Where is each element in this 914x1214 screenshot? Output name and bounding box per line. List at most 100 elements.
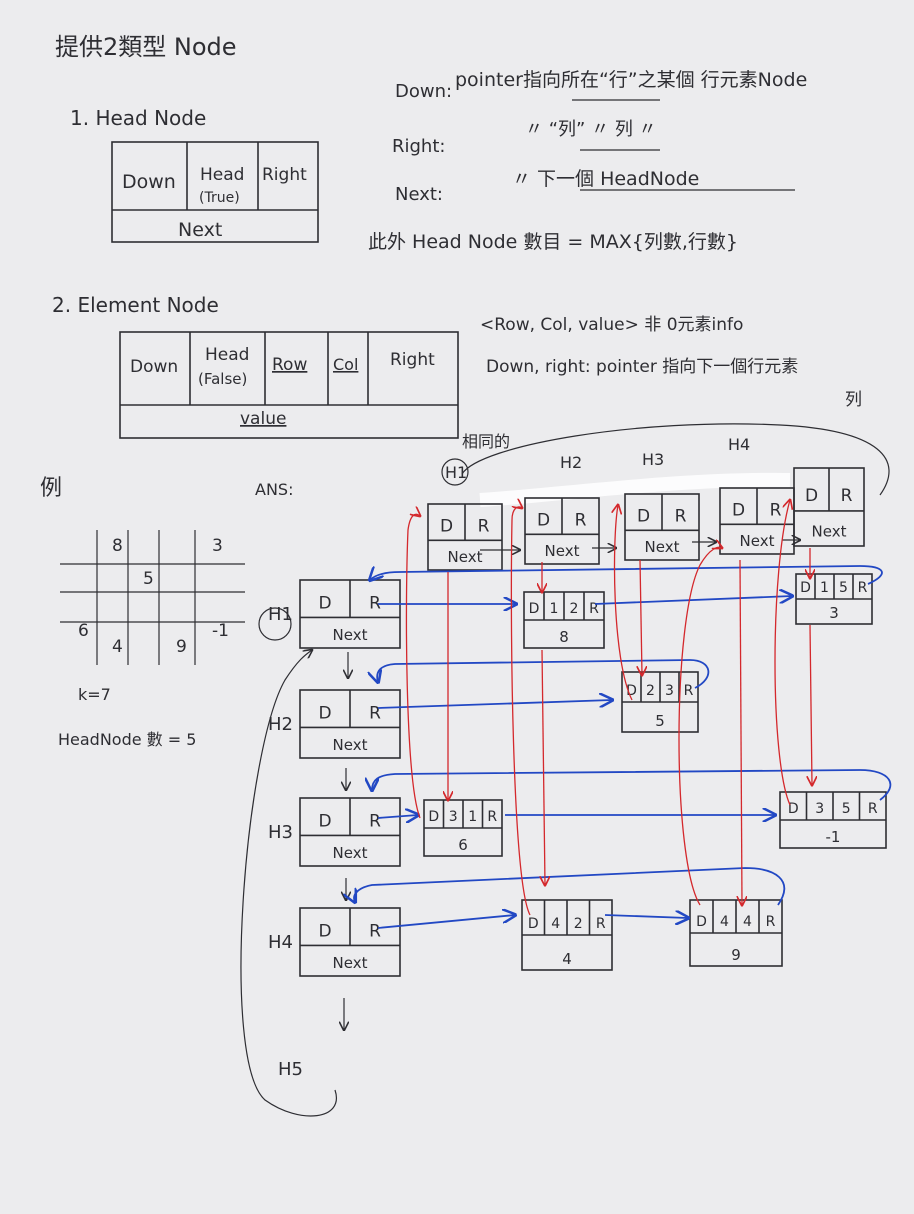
head-cell-down: D	[318, 812, 331, 832]
head-cell-right: R	[369, 812, 381, 832]
k-text: k=7	[78, 685, 111, 704]
column-links	[405, 500, 812, 916]
top-head-label: H3	[642, 450, 664, 469]
element-cell-value: 6	[458, 836, 468, 854]
element-cell-right: R	[596, 916, 606, 932]
top-head-node: D R Next	[719, 487, 795, 555]
head-cell-next: Next	[740, 532, 775, 550]
head-cell-next: Next	[333, 954, 368, 972]
element-cell-value: 9	[731, 946, 741, 964]
element-field-down: Down	[130, 357, 178, 377]
element-cell-down: D	[696, 914, 707, 930]
element-cell-row: 1	[550, 601, 559, 617]
element-cell-value: 8	[559, 628, 569, 646]
element-cell-down: D	[528, 916, 539, 932]
note-count-text: 此外 Head Node 數目 = MAX{列數,行數}	[368, 231, 738, 253]
head-cell-next: Next	[645, 538, 680, 556]
element-pointer-note-col: 列	[845, 390, 862, 410]
same-label: 相同的	[462, 432, 510, 451]
head-field-right: Right	[262, 165, 307, 185]
element-cell-down: D	[626, 683, 637, 699]
note-right-text: 〃 “列” 〃 列 〃	[525, 119, 657, 140]
head-cell-next: Next	[448, 548, 483, 566]
head-cell-right: R	[575, 511, 587, 531]
left-head-label: H1	[268, 604, 293, 625]
ans-label: ANS:	[255, 480, 293, 499]
head-cell-right: R	[841, 486, 853, 506]
head-cell-next: Next	[812, 523, 847, 541]
element-node-diagram: Down Head (False) Row Col Right value	[119, 331, 459, 439]
element-field-value: value	[240, 409, 286, 429]
element-node-heading: 2. Element Node	[52, 293, 219, 317]
element-cell-value: -1	[826, 828, 841, 846]
element-cell-col: 1	[468, 809, 477, 825]
head-node-heading: 1. Head Node	[70, 106, 206, 130]
head-cell-right: R	[478, 517, 490, 537]
element-cell-down: D	[788, 801, 799, 817]
same-head-curve	[461, 423, 890, 496]
element-cell-row: 4	[551, 916, 560, 932]
head-cell-next: Next	[333, 844, 368, 862]
element-info-note: <Row, Col, value> 非 0元素info	[480, 315, 743, 335]
row-links	[354, 565, 892, 929]
pointer-notes: Down: pointer指向所在“行”之某個 行元素Node Right: 〃…	[368, 69, 807, 253]
element-cell-row: 3	[815, 801, 824, 817]
head-node-diagram: Down Head (True) Right Next	[111, 141, 319, 243]
head-cell-right: R	[369, 704, 381, 724]
left-head-label: H3	[268, 822, 293, 843]
head-field-next: Next	[178, 219, 222, 241]
element-field-row: Row	[272, 355, 307, 375]
element-cell-right: R	[487, 809, 497, 825]
matrix-cell: 3	[212, 536, 223, 556]
element-cell-right: R	[868, 801, 878, 817]
head-cell-right: R	[770, 501, 782, 521]
top-head-label: H1	[445, 463, 467, 482]
element-cell-row: 3	[449, 809, 458, 825]
head-field-down: Down	[122, 171, 176, 193]
page-title: 提供2類型 Node	[55, 33, 237, 61]
head-cell-down: D	[805, 486, 818, 506]
element-cell-right: R	[766, 914, 776, 930]
element-cell-row: 2	[646, 683, 655, 699]
element-cell-down: D	[529, 601, 540, 617]
element-cell-col: 4	[743, 914, 752, 930]
element-cell-col: 2	[570, 601, 579, 617]
element-field-false: (False)	[198, 370, 247, 388]
element-cell-col: 5	[842, 801, 851, 817]
element-cell-col: 2	[574, 916, 583, 932]
element-cell-col: 5	[839, 580, 848, 596]
left-head-label: H4	[268, 932, 293, 953]
head-cell-next: Next	[333, 626, 368, 644]
head-cell-down: D	[537, 511, 550, 531]
element-cell-down: D	[800, 580, 811, 596]
head-cell-right: R	[369, 922, 381, 942]
note-next-label: Next:	[395, 184, 443, 205]
head-cell-down: D	[732, 501, 745, 521]
white-highlight	[479, 472, 791, 507]
head-cell-down: D	[440, 517, 453, 537]
note-down-text: pointer指向所在“行”之某個 行元素Node	[455, 69, 807, 91]
matrix-cell: 5	[143, 569, 154, 589]
matrix-cell: 6	[78, 621, 89, 641]
top-head-node: D R Next	[793, 467, 865, 547]
matrix-cell: -1	[212, 621, 229, 641]
head-cell-right: R	[675, 507, 687, 527]
matrix-cell: 8	[112, 536, 123, 556]
